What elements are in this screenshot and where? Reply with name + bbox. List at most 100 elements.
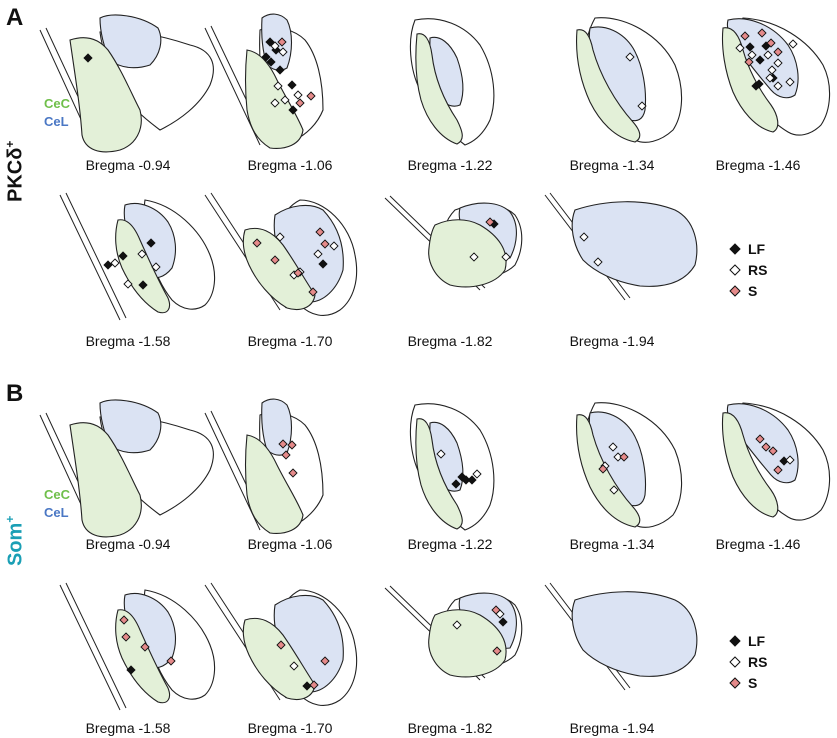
rs-marker	[436, 449, 446, 459]
rs-marker	[773, 81, 783, 91]
s-marker-icon	[729, 676, 741, 689]
rs-marker	[151, 262, 161, 272]
s-marker	[278, 439, 288, 449]
bregma-label-b-7: Bregma -1.82	[407, 720, 493, 736]
legend-item-s: S	[728, 672, 767, 693]
s-marker	[761, 442, 771, 452]
fiber-tract	[59, 582, 127, 711]
rs-marker	[747, 50, 757, 60]
bregma-label-b-3: Bregma -1.34	[569, 536, 655, 552]
legend-label-rs: RS	[748, 653, 768, 670]
cec-region	[415, 418, 463, 530]
s-marker	[485, 217, 495, 227]
s-marker	[491, 605, 501, 615]
rs-marker	[313, 249, 323, 259]
s-marker	[619, 452, 629, 462]
cec-region	[242, 227, 316, 311]
s-marker	[270, 255, 280, 265]
legend-item-rs: RS	[728, 259, 767, 280]
bregma-label-b-6: Bregma -1.70	[247, 720, 333, 736]
rs-marker	[637, 101, 647, 111]
rs-marker	[501, 252, 511, 262]
lf-marker	[103, 260, 113, 270]
cec-region	[721, 412, 779, 518]
lf-marker	[498, 617, 508, 627]
s-marker	[140, 642, 150, 652]
s-marker	[252, 238, 262, 248]
rs-marker	[785, 77, 795, 87]
rs-marker	[785, 455, 795, 465]
lf-marker-icon	[729, 242, 741, 255]
rs-marker-icon	[729, 655, 741, 668]
lf-marker	[461, 475, 471, 485]
rs-marker	[270, 41, 280, 51]
rs-marker	[289, 661, 299, 671]
rs-marker	[767, 65, 777, 75]
s-marker	[287, 440, 297, 450]
legend-b: LF RS S	[728, 630, 767, 693]
s-marker	[276, 640, 286, 650]
bregma-label-a-5: Bregma -1.58	[85, 333, 171, 349]
lf-marker	[288, 105, 298, 115]
rs-marker	[763, 50, 773, 60]
cec-region	[428, 219, 507, 288]
rs-marker	[469, 252, 479, 262]
s-marker	[121, 632, 131, 642]
s-marker	[293, 268, 303, 278]
cec-region	[69, 37, 142, 153]
cec-region	[69, 422, 142, 538]
lf-marker	[275, 65, 285, 75]
panel-letter-a: A	[6, 4, 24, 31]
lf-marker	[126, 665, 136, 675]
bregma-label-b-5: Bregma -1.58	[85, 720, 171, 736]
cel-label-a: CeL	[44, 114, 69, 129]
bregma-label-a-8: Bregma -1.94	[569, 333, 655, 349]
legend-label-lf: LF	[748, 240, 766, 257]
cec-label-b: CeC	[44, 487, 71, 502]
s-marker	[492, 646, 502, 656]
cec-region	[576, 414, 641, 528]
legend-item-s: S	[728, 280, 767, 301]
legend-item-lf: LF	[728, 238, 767, 259]
s-marker	[295, 98, 305, 108]
cec-label-a: CeC	[44, 96, 71, 111]
rs-marker	[280, 95, 290, 105]
s-marker	[766, 38, 776, 48]
rs-marker	[110, 258, 120, 268]
lf-marker	[118, 251, 128, 261]
legend-label-s: S	[748, 674, 758, 691]
s-marker	[755, 434, 765, 444]
cel-region	[571, 591, 698, 677]
s-marker	[744, 57, 754, 67]
rs-marker	[788, 39, 798, 49]
bregma-label-a-3: Bregma -1.34	[569, 157, 655, 173]
lf-marker	[755, 55, 765, 65]
bregma-label-b-0: Bregma -0.94	[85, 536, 171, 552]
rs-marker	[293, 90, 303, 100]
cec-region	[244, 434, 304, 534]
s-marker	[773, 465, 783, 475]
lf-marker	[265, 37, 275, 47]
rs-marker	[609, 485, 619, 495]
bregma-label-a-4: Bregma -1.46	[715, 157, 801, 173]
cec-region	[242, 617, 316, 701]
bregma-label-b-8: Bregma -1.94	[569, 720, 655, 736]
s-marker	[598, 464, 608, 474]
s-marker	[757, 28, 767, 38]
rs-marker	[278, 47, 288, 57]
rs-marker	[472, 469, 482, 479]
bregma-label-a-2: Bregma -1.22	[407, 157, 493, 173]
lf-marker	[138, 280, 148, 290]
bregma-label-b-2: Bregma -1.22	[407, 536, 493, 552]
lf-marker	[451, 479, 461, 489]
cec-region	[576, 29, 641, 143]
